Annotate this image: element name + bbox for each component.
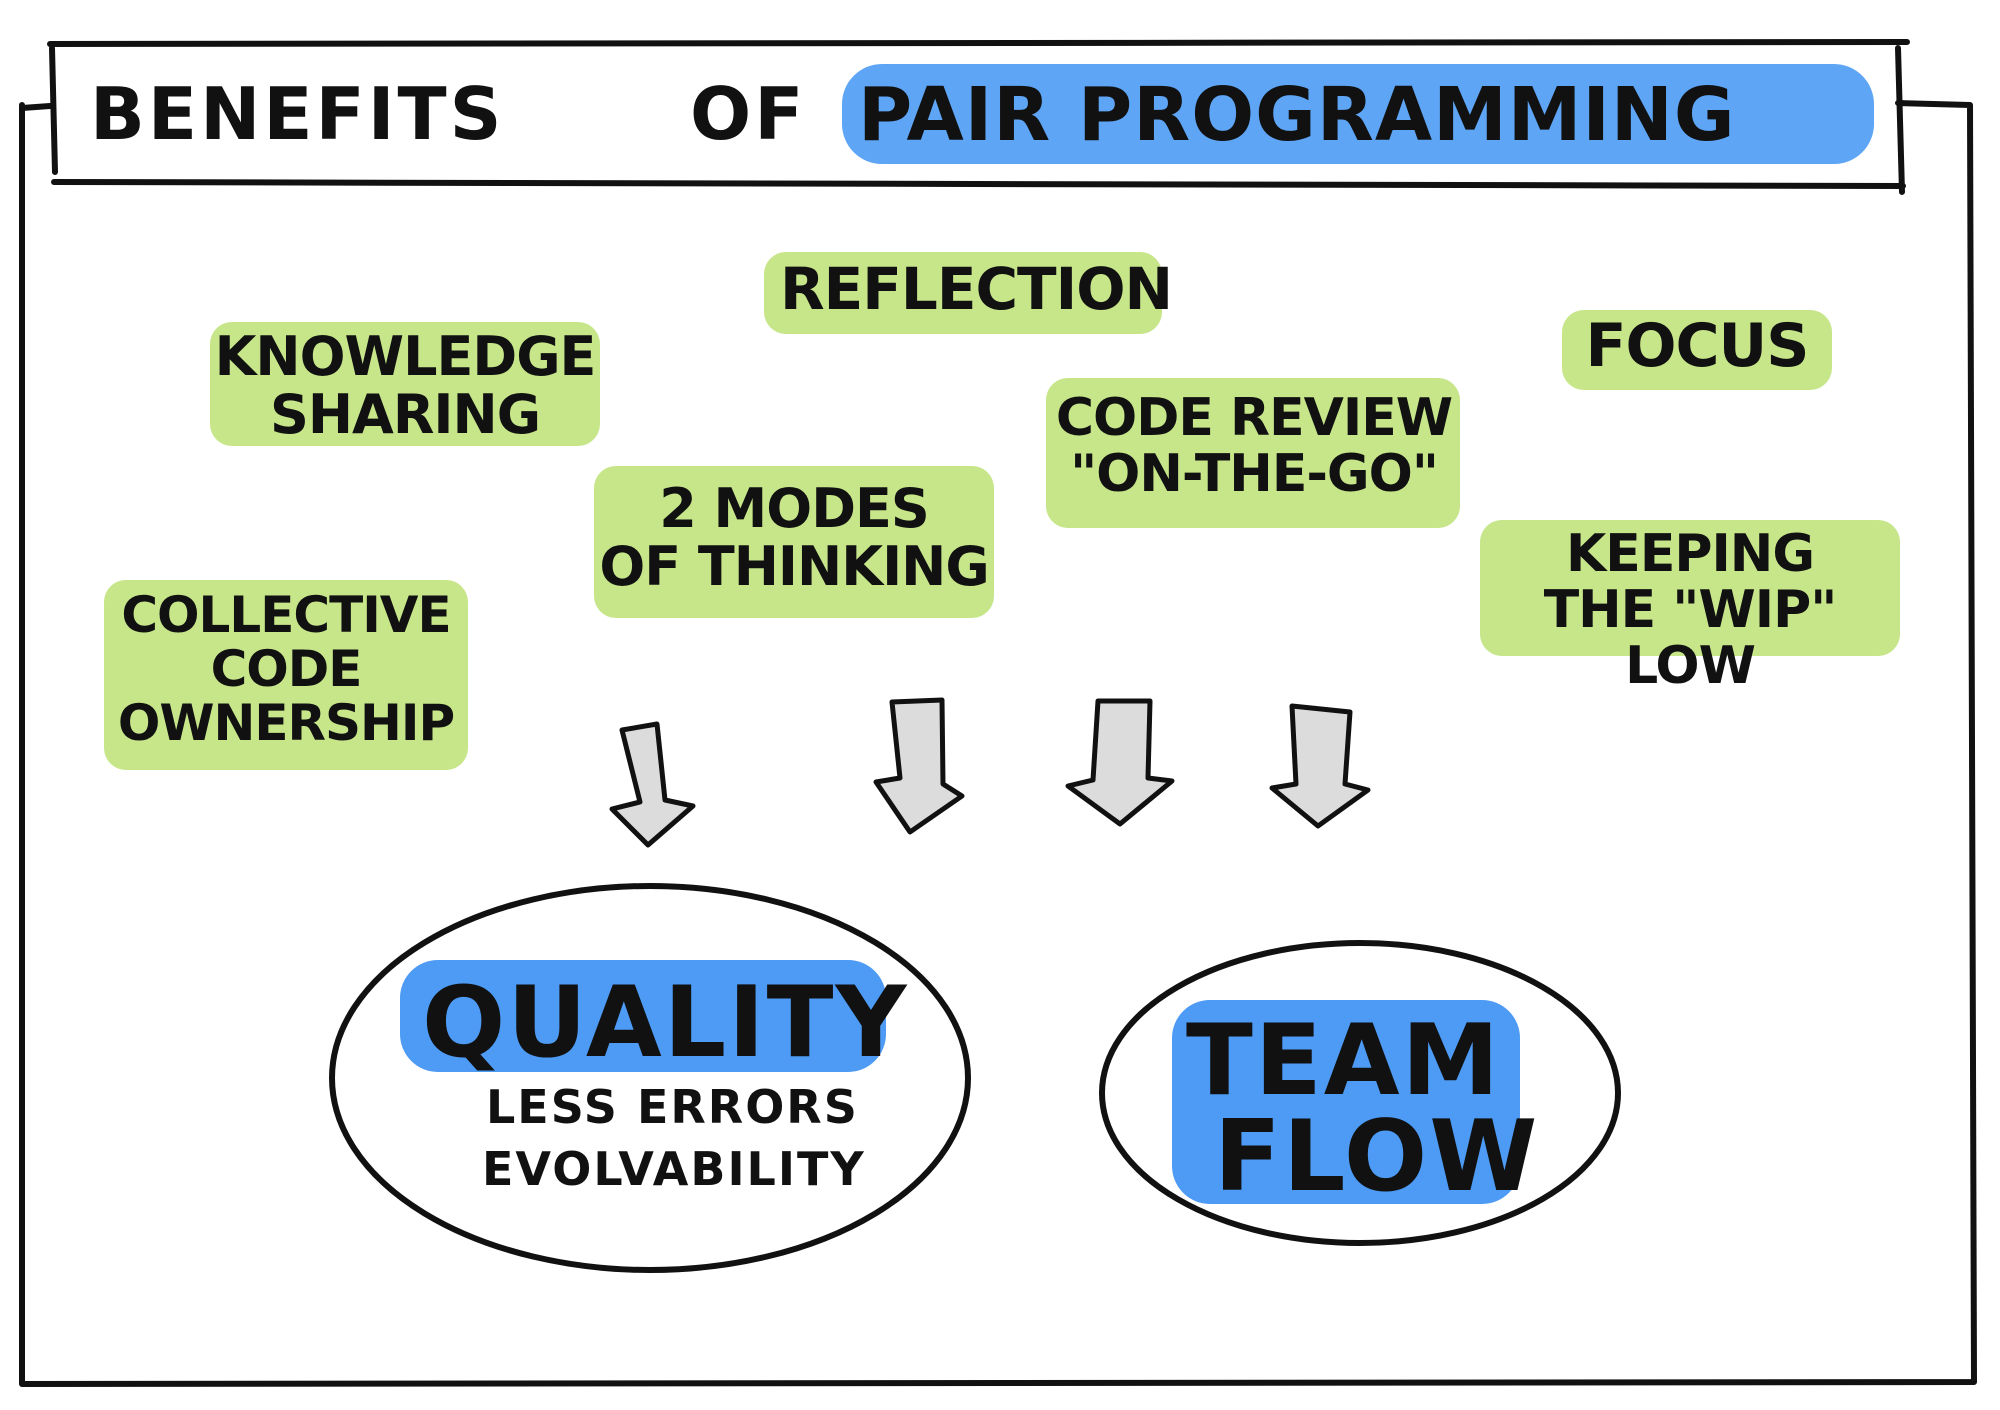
quality-title: QUALITY: [422, 966, 909, 1080]
benefit-highlight-collective-ownership: [104, 580, 468, 770]
quality-evolvability: EVOLVABILITY: [482, 1142, 866, 1196]
benefit-reflection: REFLECTION: [780, 255, 1173, 323]
benefit-line: SHARING: [269, 383, 541, 447]
arrow-down-icon: [1269, 703, 1371, 829]
benefit-line: CODE REVIEW: [1055, 388, 1453, 448]
benefit-line: CODE: [210, 640, 363, 698]
benefit-line: COLLECTIVE: [121, 586, 451, 644]
title-prefix: BENEFITS: [90, 72, 505, 156]
arrow-down-icon: [609, 721, 696, 848]
quality-less-errors: LESS ERRORS: [486, 1080, 859, 1134]
benefit-line: "ON-THE-GO": [1070, 444, 1439, 505]
quality-highlight: [400, 960, 886, 1072]
benefit-line: KEEPING: [1566, 524, 1815, 584]
title-highlight-text: PAIR PROGRAMMING: [858, 72, 1736, 158]
benefit-line: 2 MODES: [659, 477, 930, 540]
team-flow-team: TEAM: [1186, 1004, 1502, 1118]
benefit-highlight-focus: [1562, 310, 1832, 390]
team-flow-highlight: [1172, 1000, 1520, 1204]
benefit-highlight-keeping-wip-low: [1480, 520, 1900, 656]
benefit-line: KNOWLEDGE: [214, 325, 597, 388]
benefit-line: OWNERSHIP: [117, 694, 455, 752]
title-highlight: [842, 64, 1874, 164]
quality-ellipse: [329, 883, 971, 1273]
title-of: OF: [690, 72, 807, 156]
benefit-highlight-reflection: [764, 252, 1162, 334]
benefit-line: THE "WIP" LOW: [1543, 580, 1838, 697]
benefit-highlight-knowledge-sharing: [210, 322, 600, 446]
benefit-highlight-code-review: [1046, 378, 1460, 528]
benefit-focus: FOCUS: [1566, 314, 1828, 379]
benefit-highlight-two-modes: [594, 466, 994, 618]
arrow-down-icon: [1065, 698, 1175, 827]
team-flow-flow: FLOW: [1214, 1100, 1540, 1214]
benefit-line: FOCUS: [1585, 311, 1810, 381]
arrow-down-icon: [873, 697, 965, 835]
benefit-code-review: CODE REVIEW"ON-THE-GO": [1048, 390, 1460, 502]
benefit-line: REFLECTION: [780, 255, 1173, 323]
team-flow-ellipse: [1099, 940, 1621, 1246]
benefit-line: OF THINKING: [599, 535, 989, 599]
